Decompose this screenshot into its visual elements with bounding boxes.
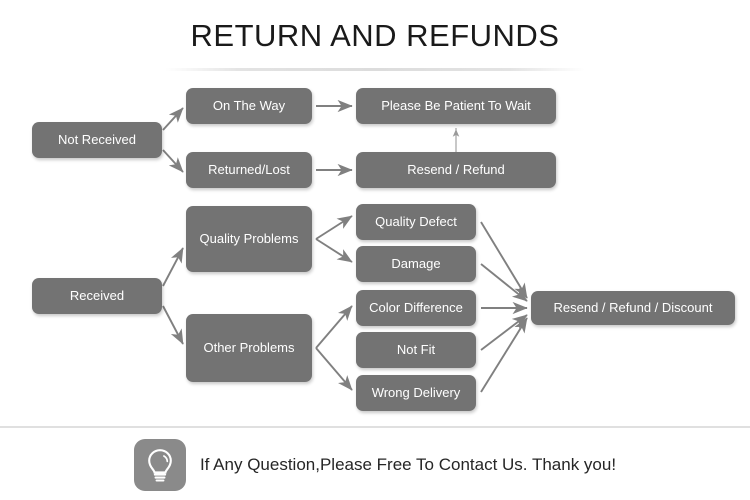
footer-divider	[0, 426, 750, 428]
footer: If Any Question,Please Free To Contact U…	[0, 436, 750, 494]
arrow-other-problems-to-wrong-delivery	[315, 347, 353, 391]
footer-message: If Any Question,Please Free To Contact U…	[199, 455, 617, 474]
node-returned-lost[interactable]: Returned/Lost	[186, 152, 312, 188]
node-quality-defect[interactable]: Quality Defect	[356, 204, 476, 240]
node-wrong-delivery[interactable]: Wrong Delivery	[356, 375, 476, 411]
arrow-quality-defect-to-final	[480, 221, 528, 299]
arrow-received-to-other-problems	[162, 305, 184, 345]
node-other-problems[interactable]: Other Problems	[186, 314, 312, 382]
arrow-not-received-to-returned-lost	[162, 149, 184, 173]
arrow-not-fit-to-final	[480, 314, 528, 351]
arrow-wrong-delivery-to-final	[480, 317, 528, 393]
node-not-fit[interactable]: Not Fit	[356, 332, 476, 368]
arrow-damage-to-final	[480, 263, 528, 302]
arrow-other-problems-to-color-difference	[315, 305, 353, 349]
node-not-received[interactable]: Not Received	[32, 122, 162, 158]
arrow-quality-problems-to-damage	[315, 238, 353, 263]
arrow-quality-problems-to-quality-defect	[315, 215, 353, 240]
arrow-received-to-quality-problems	[162, 247, 184, 287]
arrow-not-received-to-on-the-way	[162, 107, 184, 131]
node-received[interactable]: Received	[32, 278, 162, 314]
node-resend-refund[interactable]: Resend / Refund	[356, 152, 556, 188]
node-damage[interactable]: Damage	[356, 246, 476, 282]
node-on-the-way[interactable]: On The Way	[186, 88, 312, 124]
node-color-difference[interactable]: Color Difference	[356, 290, 476, 326]
page-title: RETURN AND REFUNDS	[190, 18, 560, 53]
node-resend-refund-discount[interactable]: Resend / Refund / Discount	[531, 291, 735, 325]
title-divider	[165, 68, 585, 71]
node-please-be-patient-to-wait[interactable]: Please Be Patient To Wait	[356, 88, 556, 124]
node-quality-problems[interactable]: Quality Problems	[186, 206, 312, 272]
lightbulb-icon	[133, 439, 186, 491]
